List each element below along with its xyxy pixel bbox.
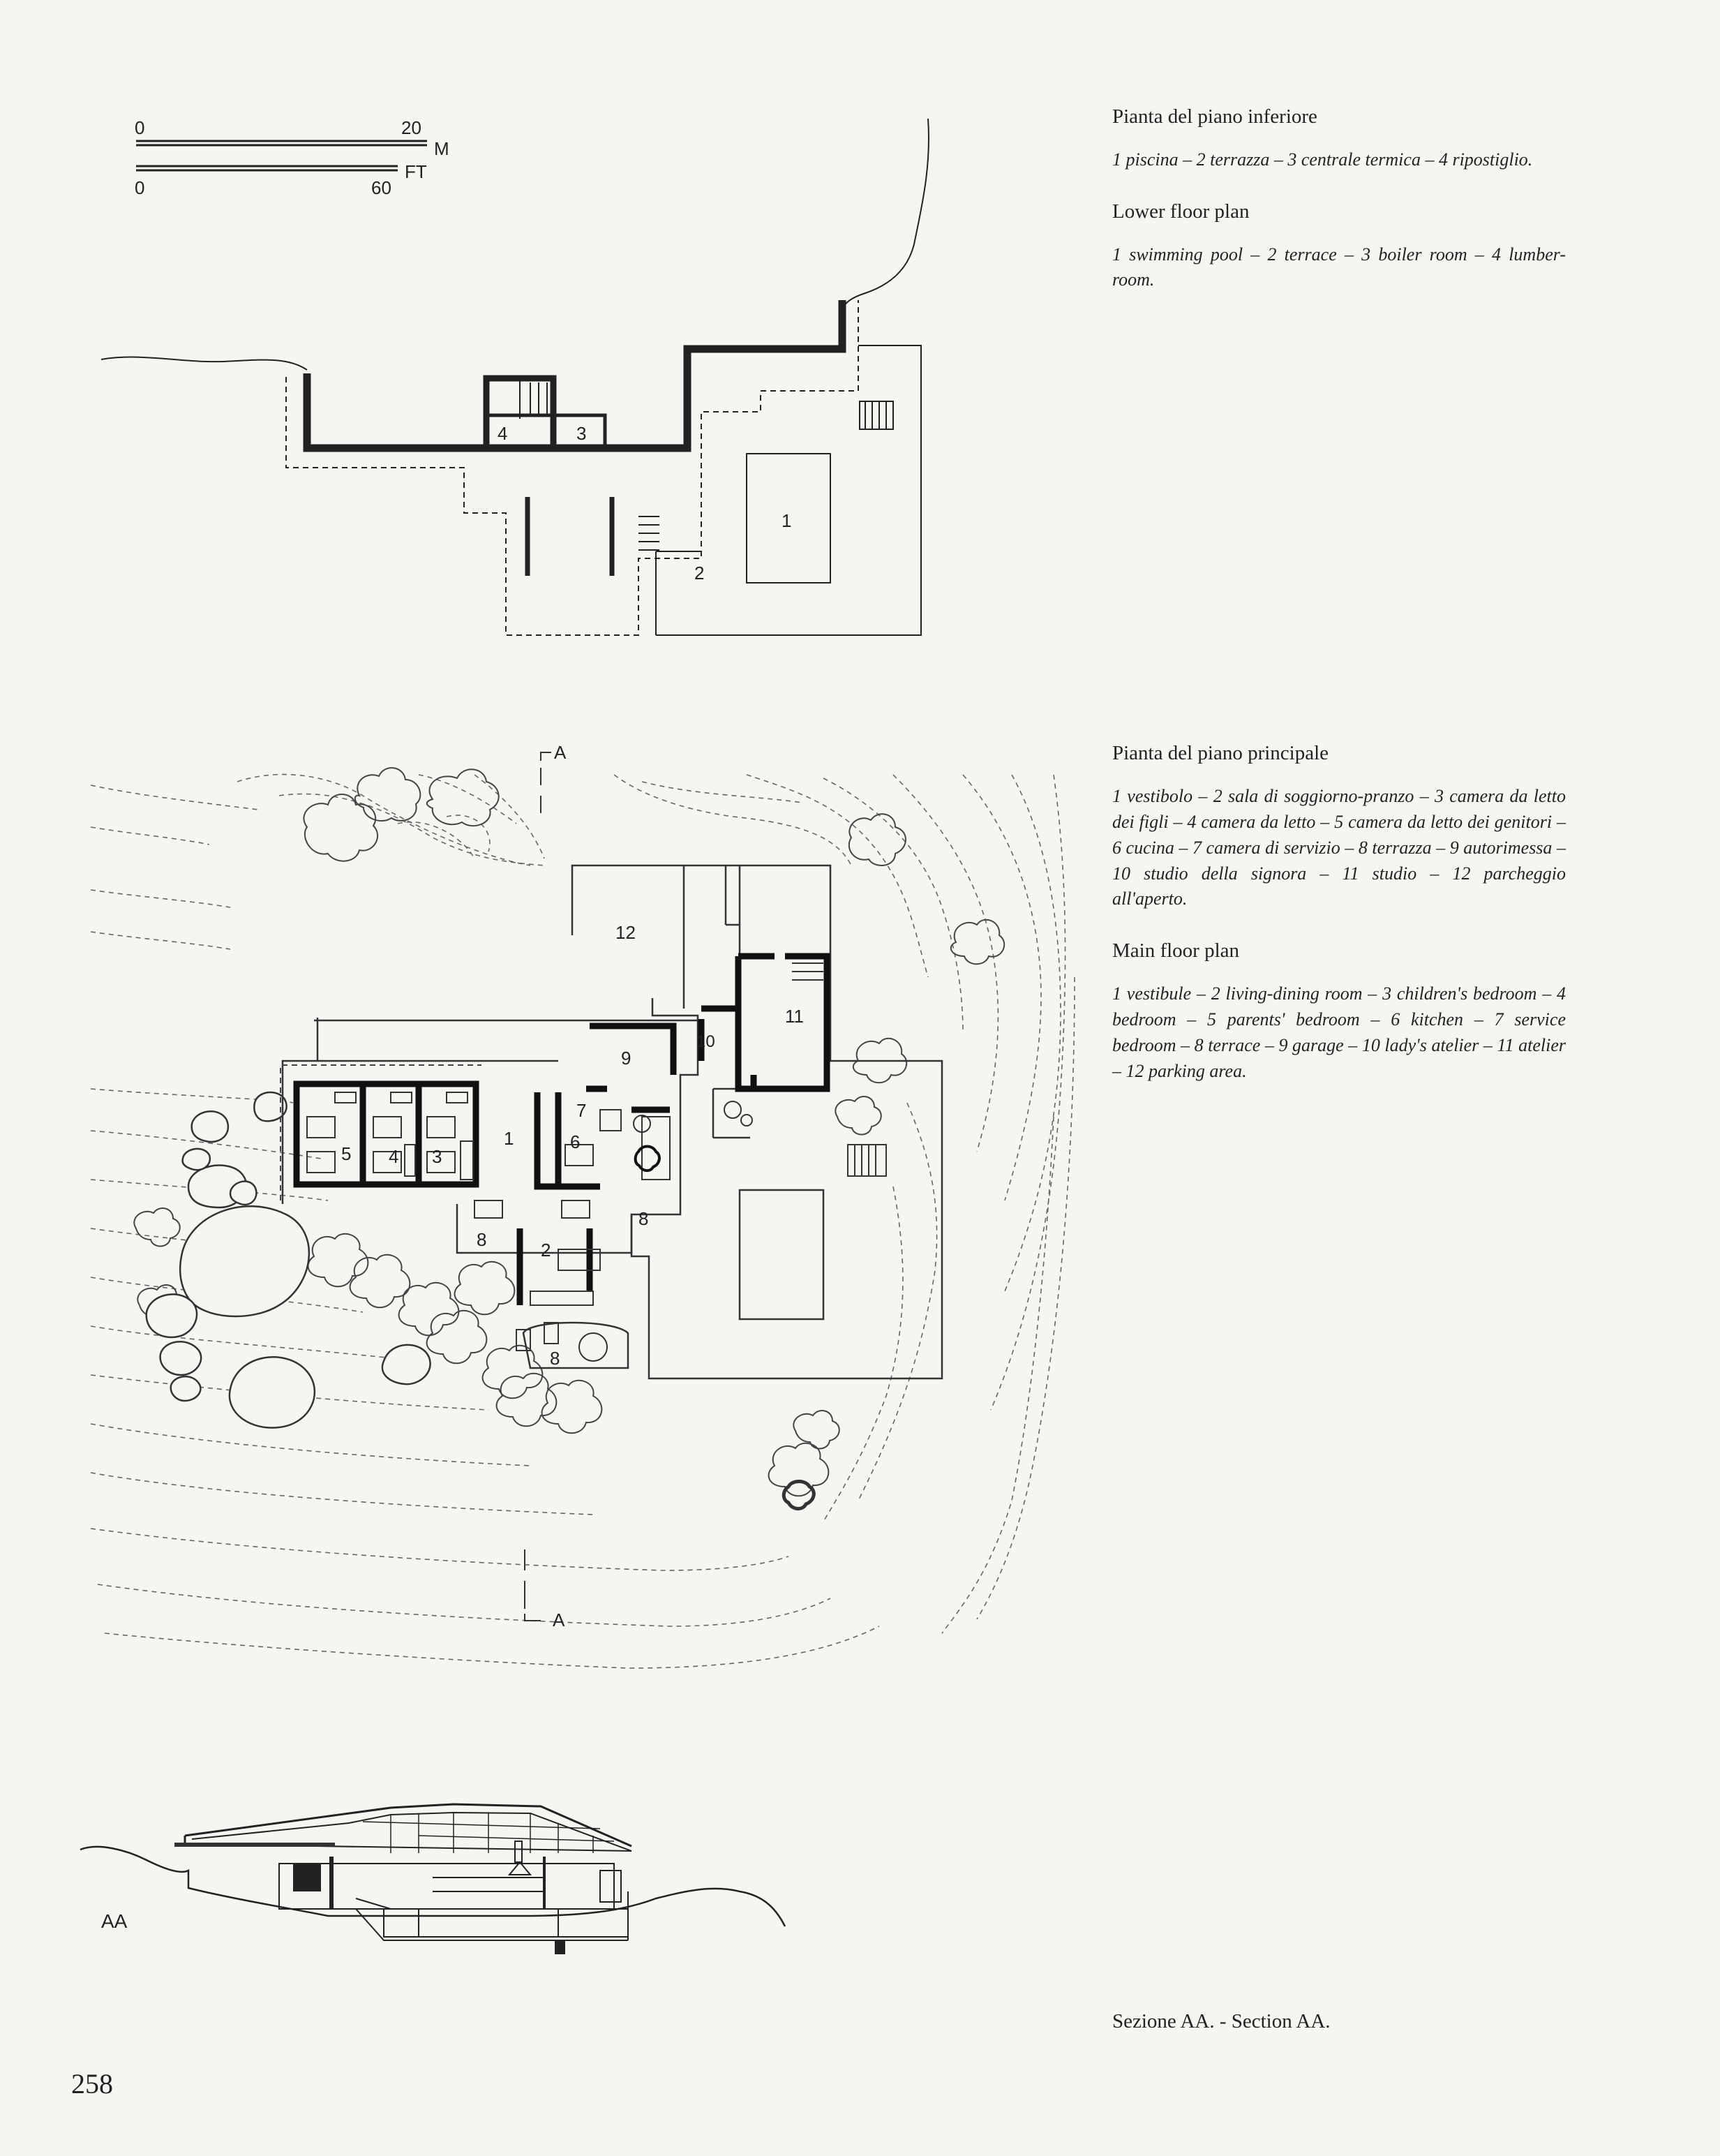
lower-plan-caption: Pianta del piano inferiore 1 piscina – 2… (1112, 105, 1566, 293)
main-plan-legend-en: 1 vestibule – 2 living-dining room – 3 c… (1112, 983, 1566, 1081)
lower-plan-title-en: Lower floor plan (1112, 200, 1250, 223)
section-mark-bottom: A (553, 1609, 565, 1630)
main-plan-legend-it: 1 vestibolo – 2 sala di soggiorno-pranzo… (1112, 785, 1566, 909)
main-label-6: 6 (570, 1131, 580, 1152)
lower-label-2: 2 (694, 563, 704, 583)
main-label-2: 2 (541, 1240, 551, 1261)
main-label-9: 9 (621, 1048, 631, 1069)
scale-m-start: 0 (135, 117, 144, 138)
main-label-3: 3 (432, 1146, 442, 1167)
section-aa-label: AA (101, 1910, 128, 1932)
main-house-walls (293, 953, 830, 1305)
lower-label-1: 1 (782, 510, 791, 531)
main-label-12: 12 (615, 922, 636, 943)
lower-label-4: 4 (498, 423, 507, 444)
main-label-8-b: 8 (477, 1229, 486, 1250)
scale-m-unit: M (434, 138, 449, 159)
section-mark-lines (524, 752, 551, 1621)
main-plan-title-en: Main floor plan (1112, 939, 1240, 962)
lower-plan-legend-en: 1 swimming pool – 2 terrace – 3 boiler r… (1112, 244, 1566, 290)
main-plan-title-it: Pianta del piano principale (1112, 742, 1329, 764)
scale-bar (136, 140, 427, 172)
bedroom-furniture (306, 1092, 474, 1180)
tree-clusters (133, 767, 1005, 1510)
section-mark-top: A (554, 742, 567, 763)
scale-ft-start: 0 (135, 177, 144, 198)
main-plan-caption: Pianta del piano principale 1 vestibolo … (1112, 741, 1566, 1085)
main-label-10: 10 (696, 1032, 715, 1051)
main-label-8-c: 8 (550, 1348, 560, 1369)
main-floor-plan (90, 752, 1075, 1669)
main-label-11: 11 (785, 1006, 804, 1027)
living-furniture (474, 1101, 753, 1362)
lower-plan-title-it: Pianta del piano inferiore (1112, 105, 1317, 128)
scale-m-end: 20 (401, 117, 421, 138)
main-label-4: 4 (389, 1146, 398, 1167)
lower-plan-legend-it: 1 piscina – 2 terrazza – 3 centrale term… (1112, 149, 1533, 170)
page-number: 258 (71, 2068, 113, 2099)
main-label-7: 7 (576, 1100, 586, 1121)
main-label-1: 1 (504, 1128, 514, 1149)
scale-ft-end: 60 (371, 177, 391, 198)
main-label-8-a: 8 (638, 1208, 648, 1229)
lower-label-3: 3 (576, 423, 586, 444)
section-aa-drawing (80, 1803, 786, 1954)
lower-floor-plan (100, 118, 929, 636)
site-outlines (281, 864, 943, 1380)
section-caption: Sezione AA. - Section AA. (1112, 2010, 1331, 2032)
scale-ft-unit: FT (405, 161, 427, 182)
main-label-5: 5 (341, 1143, 351, 1164)
boulders (145, 1091, 431, 1429)
